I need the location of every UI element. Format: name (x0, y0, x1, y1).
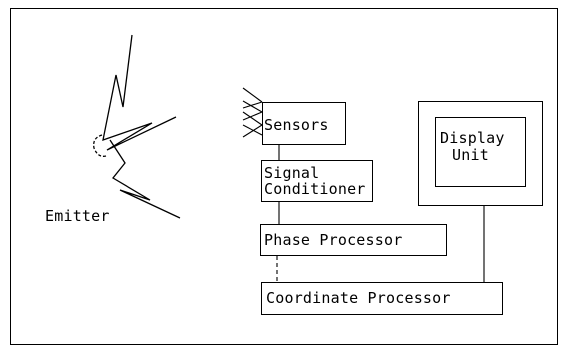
display-unit-label-line1: Display (440, 130, 505, 147)
signal-conditioner-label-line2: Conditioner (264, 181, 366, 198)
signal-conditioner-box: Signal Conditioner (261, 160, 373, 202)
emitter-label: Emitter (45, 208, 110, 225)
phase-processor-label: Phase Processor (264, 232, 402, 249)
sensors-box: Sensors (262, 102, 346, 145)
display-unit-label-line2: Unit (452, 147, 489, 164)
sensors-label: Sensors (264, 117, 329, 134)
emitter-antenna-icon (94, 35, 180, 218)
sensor-inputs-icon (243, 88, 262, 137)
display-unit-outer-box: Display Unit (418, 101, 543, 206)
coordinate-processor-label: Coordinate Processor (266, 290, 451, 307)
phase-processor-box: Phase Processor (260, 224, 447, 256)
coordinate-processor-box: Coordinate Processor (261, 282, 503, 315)
display-unit-screen: Display Unit (435, 117, 526, 187)
